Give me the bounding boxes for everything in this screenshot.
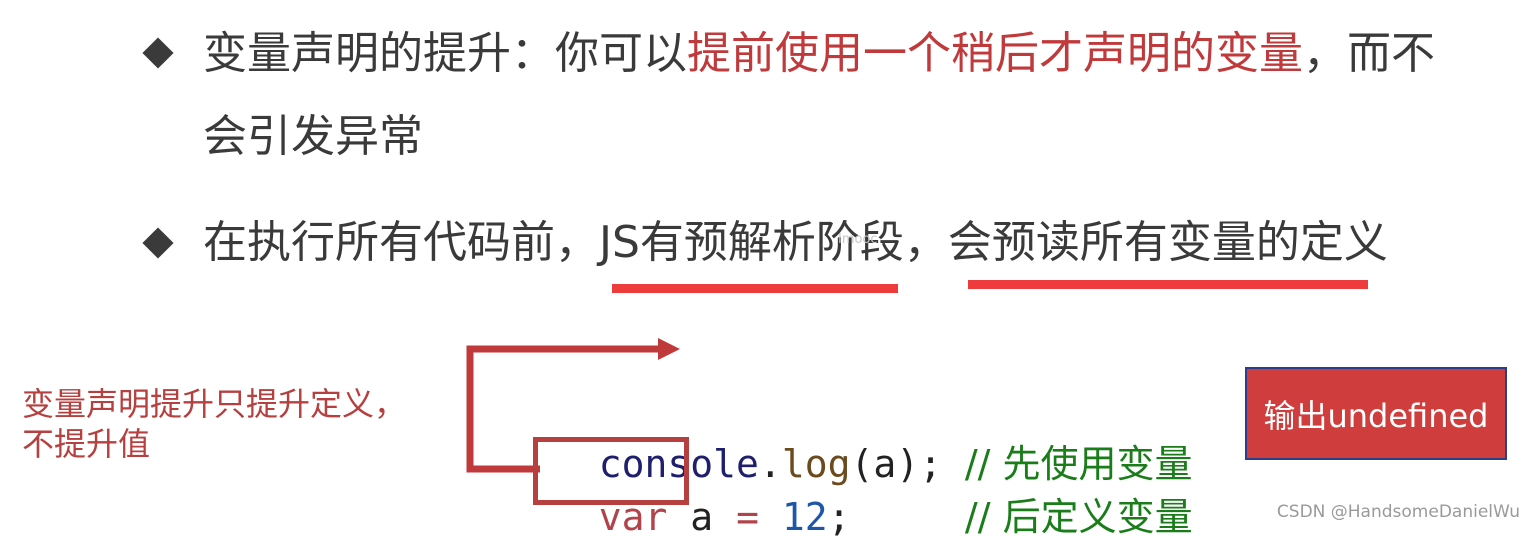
bullet-1-highlight: 提前使用一个稍后才声明的变量 <box>687 28 1303 79</box>
bullet-1-line-1: 变量声明的提升：你可以提前使用一个稍后才声明的变量，而不 <box>203 26 1435 82</box>
code-args: (a); <box>850 442 942 486</box>
output-badge-label: 输出undefined <box>1263 396 1489 435</box>
hoist-arrow-head <box>658 338 680 360</box>
output-badge: 输出undefined <box>1245 367 1507 460</box>
code-semicolon: ; <box>827 495 851 539</box>
bullet-1-line-2: 会引发异常 <box>203 111 423 162</box>
credit-watermark: CSDN @HandsomeDanielWu <box>1276 502 1520 522</box>
code-line-2: var a = 12; // 后定义变量 <box>553 445 1193 541</box>
code-assign: = <box>736 495 759 539</box>
bullet-1-suffix: ，而不 <box>1303 28 1435 79</box>
watermark-center: Imooc <box>838 232 878 247</box>
note-line-1: 变量声明提升只提升定义， <box>22 385 407 423</box>
code-log: log <box>781 442 851 486</box>
code-comment-1: // 先使用变量 <box>964 442 1193 486</box>
code-console: console <box>598 442 759 486</box>
code-comment-2: // 后定义变量 <box>964 495 1193 539</box>
code-dot: . <box>758 442 782 486</box>
code-number: 12 <box>781 495 828 539</box>
bullet-diamond-1 <box>142 37 174 69</box>
bullet-diamond-2 <box>142 227 174 259</box>
code-line-1: console.log(a); // 先使用变量 <box>553 392 1193 488</box>
code-ident: a <box>690 495 714 539</box>
var-declaration-box <box>533 437 689 505</box>
bullet-2-part1: 在执行所有代码前， <box>203 217 599 268</box>
underline-preread <box>968 280 1368 289</box>
bullet-2-part3: ， <box>903 217 948 268</box>
bullet-2-part2: JS有预解析阶段 <box>599 217 904 268</box>
code-var-keyword: var <box>598 495 668 539</box>
bullet-2-part4: 会预读所有变量的定义 <box>947 217 1388 268</box>
underline-preparse <box>612 284 898 293</box>
note-line-2: 不提升值 <box>22 425 151 463</box>
bullet-1-prefix: 变量声明的提升：你可以 <box>203 28 687 79</box>
bullet-2-line: 在执行所有代码前，JS有预解析阶段，会预读所有变量的定义 <box>203 215 1388 271</box>
